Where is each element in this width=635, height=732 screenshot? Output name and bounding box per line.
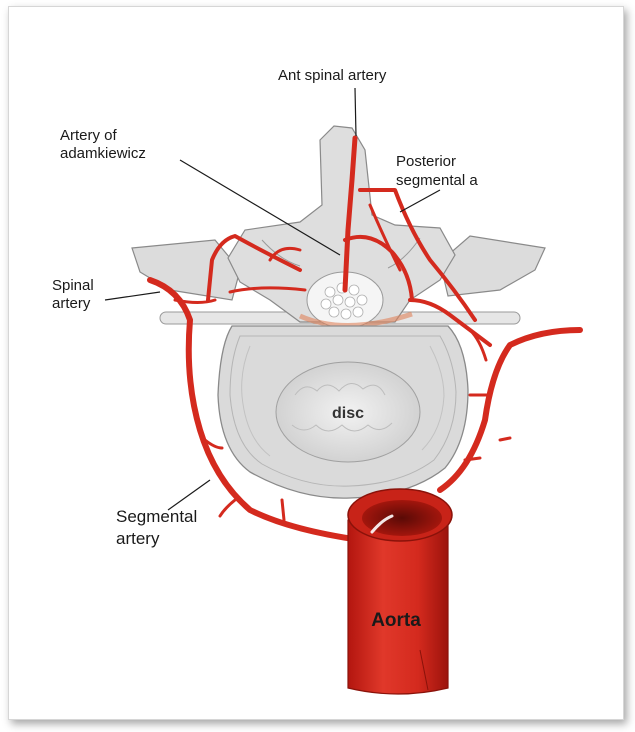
posterior-segmental-label-2: segmental a (396, 172, 478, 189)
artery-of-adamkiewicz-label-1: Artery of (60, 127, 118, 144)
spinal-artery-label-2: artery (52, 295, 91, 312)
posterior-segmental-label-1: Posterior (396, 153, 456, 170)
disc: disc (276, 362, 420, 462)
ant-spinal-artery-label: Ant spinal artery (278, 67, 387, 84)
aorta: Aorta (348, 489, 452, 694)
segmental-artery-label-2: artery (116, 529, 160, 548)
disc-label: disc (332, 405, 364, 422)
segmental-artery-label-1: Segmental (116, 507, 197, 526)
aorta-label: Aorta (371, 610, 421, 631)
spinal-artery-label-1: Spinal (52, 277, 94, 294)
artery-of-adamkiewicz-label-2: adamkiewicz (60, 145, 146, 162)
